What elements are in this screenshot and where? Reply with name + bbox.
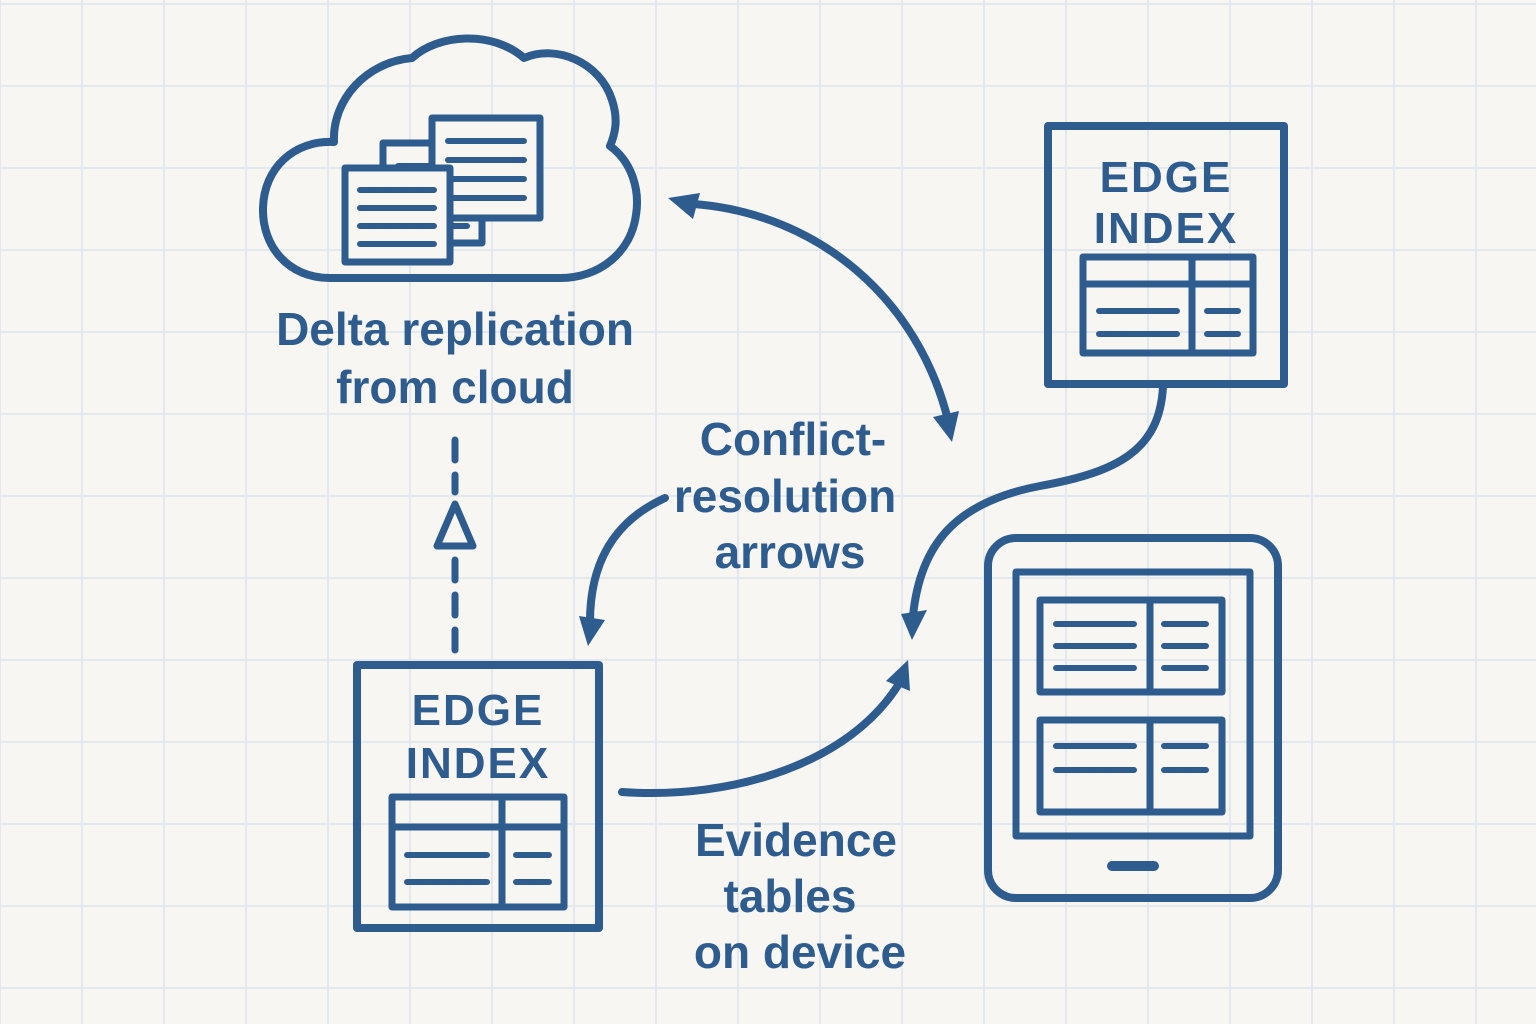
evidence-label-line-1: Evidence bbox=[695, 814, 897, 866]
edge-index-top-line-1: EDGE bbox=[1100, 153, 1233, 202]
replication-arrow-from-edge-index bbox=[901, 382, 1167, 640]
edge-index-top-line-2: INDEX bbox=[1094, 204, 1238, 253]
tablet-icon bbox=[984, 534, 1282, 902]
conflict-label-line-3: arrows bbox=[715, 526, 866, 578]
cloud-caption-line-1: Delta replication bbox=[276, 303, 634, 355]
evidence-arrow-to-tablet bbox=[618, 660, 910, 798]
arrowhead-icon bbox=[668, 193, 700, 219]
table-icon bbox=[1036, 596, 1226, 696]
conflict-label-line-2: resolution bbox=[674, 470, 896, 522]
evidence-label-line-3: on device bbox=[694, 926, 906, 978]
table-icon bbox=[1079, 253, 1257, 357]
edge-index-box-bottom-left: EDGE INDEX bbox=[353, 661, 603, 932]
cloud-icon bbox=[258, 34, 641, 282]
document-icon bbox=[341, 164, 454, 266]
cloud-caption: Delta replication from cloud bbox=[276, 303, 634, 413]
cloud-caption-line-2: from cloud bbox=[336, 361, 574, 413]
document-stack-icon bbox=[341, 114, 544, 266]
table-icon bbox=[388, 793, 568, 911]
triangle-arrowhead-icon bbox=[433, 500, 477, 550]
arrowhead-icon bbox=[579, 616, 605, 646]
conflict-resolution-label: Conflict- resolution arrows bbox=[674, 413, 896, 578]
conflict-label-line-1: Conflict- bbox=[700, 413, 887, 465]
evidence-label-line-2: tables bbox=[724, 870, 857, 922]
conflict-arrow-cloud-to-center bbox=[668, 193, 959, 442]
arrowhead-icon bbox=[901, 610, 927, 640]
arrowhead-icon bbox=[886, 660, 910, 691]
edge-index-bottom-line-1: EDGE bbox=[412, 686, 545, 735]
conflict-arrow-to-edge-index bbox=[579, 494, 669, 646]
edge-index-bottom-line-2: INDEX bbox=[406, 739, 550, 788]
arrowhead-icon bbox=[933, 411, 959, 442]
dashed-sync-connector bbox=[433, 436, 477, 662]
evidence-tables-label: Evidence tables on device bbox=[694, 814, 906, 978]
edge-index-box-top-right: EDGE INDEX bbox=[1044, 122, 1288, 388]
table-icon bbox=[1036, 716, 1226, 816]
